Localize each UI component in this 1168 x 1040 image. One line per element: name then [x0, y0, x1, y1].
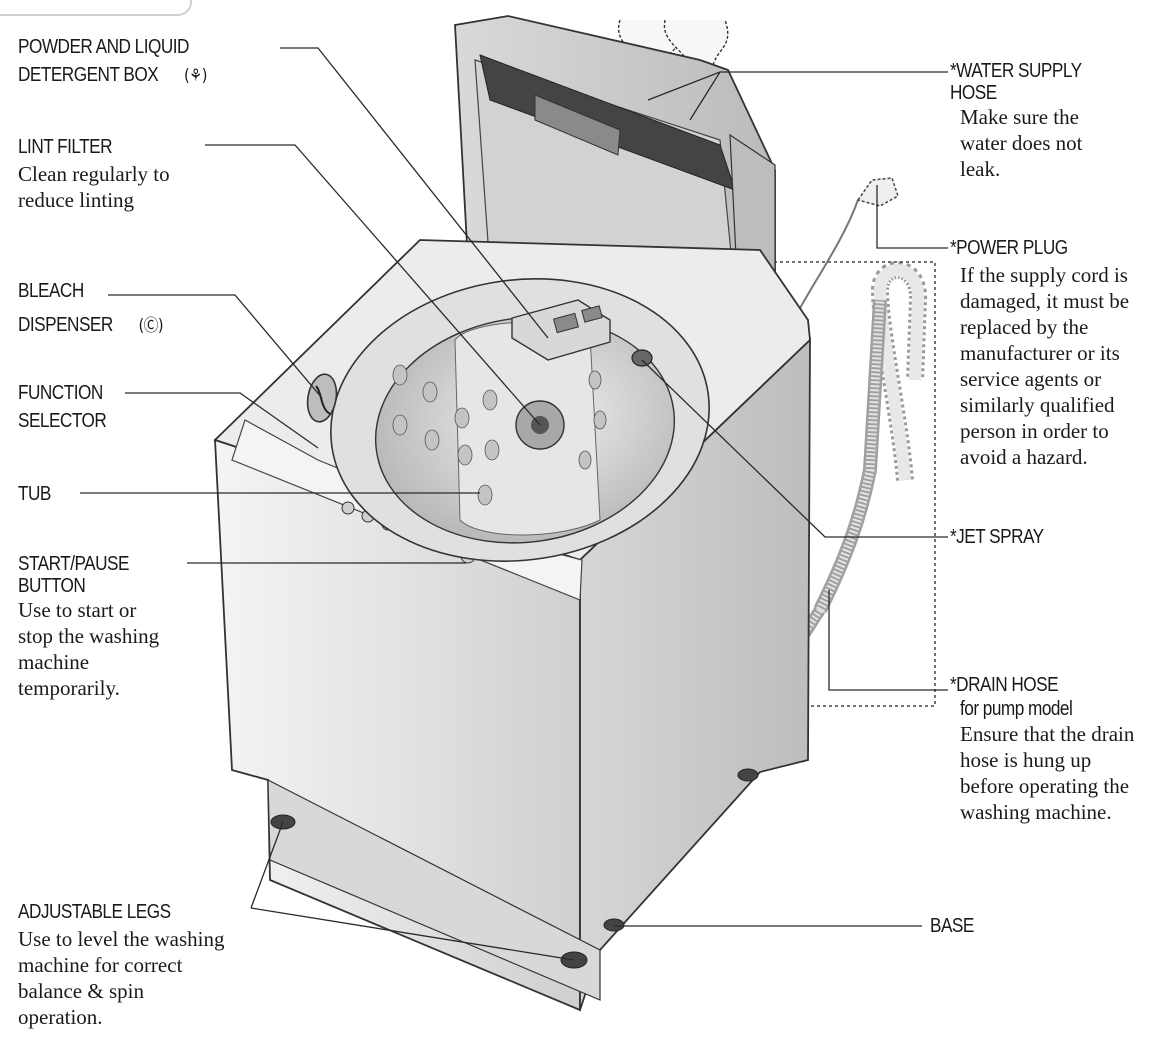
callout-leaders	[80, 47, 948, 961]
power-plug-callout: *POWER PLUG If the supply cord is damage…	[950, 237, 1130, 469]
bleach-icon: (Ⓒ)	[138, 316, 164, 336]
detergent-box	[511, 299, 611, 361]
tub-label: TUB	[18, 483, 51, 505]
adjustable-legs-callout: ADJUSTABLE LEGS Use to level the washing…	[18, 901, 225, 1029]
water-supply-hose-callout: *WATER SUPPLY HOSE Make sure the water d…	[950, 60, 1083, 181]
jet-spray-label: *JET SPRAY	[950, 526, 1044, 548]
base-label: BASE	[930, 915, 974, 937]
bleach-dispenser-label: BLEACH DISPENSER(Ⓒ)	[18, 277, 164, 340]
start-pause-callout: START/PAUSE BUTTON Use to start or stop …	[18, 553, 160, 700]
lint-filter-callout: LINT FILTER Clean regularly to reduce li…	[18, 133, 170, 213]
rear-right-leg	[603, 918, 625, 932]
drain-hose-callout: *DRAIN HOSE for pump model Ensure that t…	[950, 674, 1135, 824]
lint-filter-title: LINT FILTER	[18, 136, 113, 158]
jet-spray	[631, 349, 653, 367]
function-selector-label: FUNCTION SELECTOR	[18, 382, 107, 432]
tub-opening	[330, 278, 710, 562]
detergent-box-icon: (⚘)	[183, 66, 207, 86]
detergent-box-label: POWDER AND LIQUID DETERGENT BOX(⚘)	[18, 33, 207, 90]
